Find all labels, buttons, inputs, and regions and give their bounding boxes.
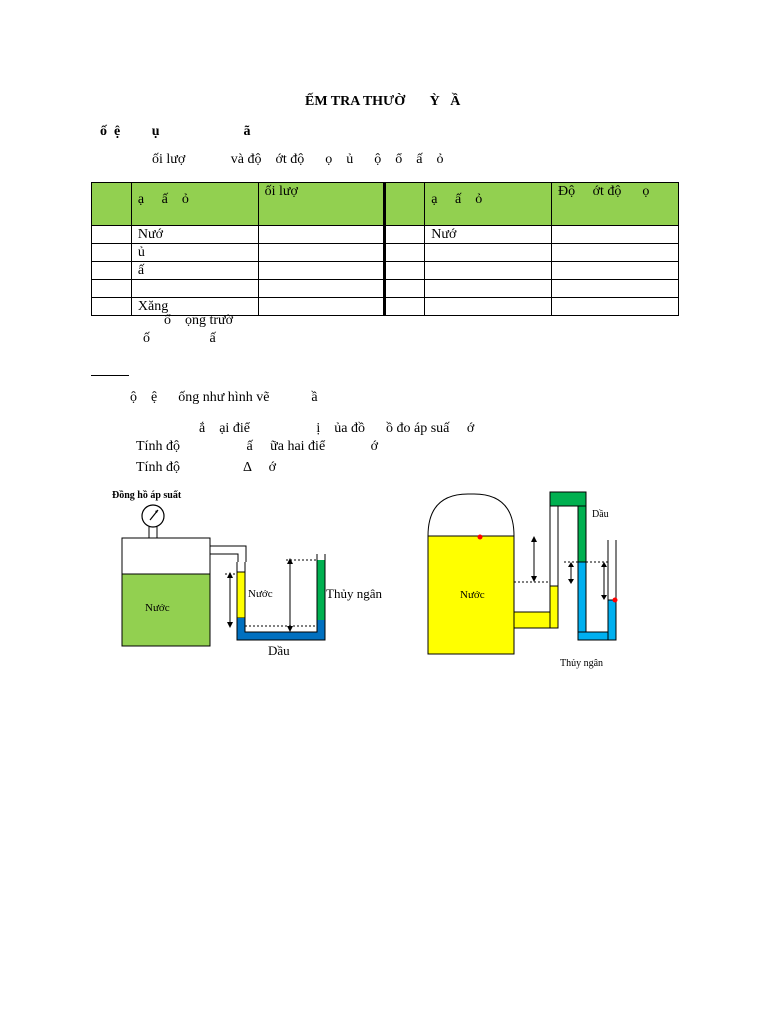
section1-heading: ố ệ ụ ã xyxy=(100,124,251,139)
table-cell xyxy=(91,261,132,280)
table-cell xyxy=(384,243,426,262)
mercury-label: Thủy ngân xyxy=(326,586,382,601)
mercury-level-marker xyxy=(612,597,618,603)
mercury-label: Thủy ngân xyxy=(560,658,603,669)
reference-point-marker xyxy=(477,534,483,540)
table-cell xyxy=(91,297,132,316)
table-cell xyxy=(551,261,679,280)
table-cell xyxy=(551,243,679,262)
table-cell xyxy=(257,297,387,316)
water-label: Nước xyxy=(248,588,273,600)
table-cell xyxy=(424,297,553,316)
table-cell xyxy=(257,261,387,280)
table-cell: ấ xyxy=(130,261,259,280)
table-row: Xăng xyxy=(91,297,679,316)
table-cell: Nướ xyxy=(130,225,259,244)
oil-label: Dầu xyxy=(268,643,290,658)
table-row xyxy=(91,279,679,298)
inverted-u-oil xyxy=(549,491,587,507)
table-header-cell xyxy=(384,182,426,226)
table-cell xyxy=(551,297,679,316)
table-cell: Nướ xyxy=(424,225,553,244)
section2-heading: ộ ệ ống như hình vẽ ầ xyxy=(130,390,318,405)
tank-water xyxy=(427,535,515,655)
u-tube-mercury xyxy=(577,561,587,641)
tank-water-label: Nước xyxy=(145,602,170,614)
figure-1-manometer: Đồng hồ áp suất Nước Nước Thủy ngân Dầu xyxy=(112,490,382,658)
table-row: Nướ Nướ xyxy=(91,225,679,244)
table-header-cell: ạ ấ ỏ xyxy=(130,182,259,226)
note-line-1: ổ ọng trườ xyxy=(164,313,234,328)
oil-label: Dầu xyxy=(592,509,609,520)
pressure-gauge-icon xyxy=(141,504,165,538)
table-cell: ủ xyxy=(130,243,259,262)
table-cell xyxy=(384,225,426,244)
table-cell xyxy=(384,279,426,298)
section1-instruction: ối lượ và độ ớt độ ọ ủ ộ ổ ấ ỏ xyxy=(152,152,444,167)
table-row: ấ xyxy=(91,261,679,280)
question-line-1: ắ ại điể ị ủa đồ ồ đo áp suấ ớ xyxy=(199,421,475,436)
table-cell xyxy=(551,225,679,244)
table-cell xyxy=(424,243,553,262)
table-cell xyxy=(257,243,387,262)
u-tube-mercury-column xyxy=(317,560,325,620)
section-divider xyxy=(91,375,129,376)
u-tube-water-column xyxy=(236,571,246,619)
table-cell xyxy=(384,261,426,280)
tank-dome xyxy=(427,493,515,537)
table-cell xyxy=(257,279,387,298)
table-header-row: ạ ấ ỏ ối lượ ạ ấ ỏ Độ ớt độ ọ xyxy=(91,182,679,226)
table-cell xyxy=(91,279,132,298)
note-line-2: ố ấ xyxy=(143,331,216,346)
tank-water xyxy=(121,573,211,647)
tank-water-label: Nước xyxy=(460,589,485,601)
table-cell xyxy=(384,297,426,316)
table-header-cell xyxy=(91,182,132,226)
properties-table: ạ ấ ỏ ối lượ ạ ấ ỏ Độ ớt độ ọ Nướ Nướ ủ xyxy=(91,182,679,316)
table-cell xyxy=(91,225,132,244)
table-header-cell: ạ ấ ỏ xyxy=(424,182,553,226)
question-line-3: Tính độ Δ ớ xyxy=(136,460,277,475)
table-cell xyxy=(424,279,553,298)
table-cell xyxy=(551,279,679,298)
page-title: ẾM TRA THƯỜ Ỳ Ầ xyxy=(305,94,461,109)
table-cell xyxy=(424,261,553,280)
table-cell xyxy=(130,279,259,298)
table-header-cell: ối lượ xyxy=(257,182,387,226)
question-line-2: Tính độ ấ ữa hai điể ớ xyxy=(136,439,379,454)
figure-2-manometer: Nước Dầu Thủy ngân xyxy=(427,491,618,669)
table-row: ủ xyxy=(91,243,679,262)
gauge-label: Đồng hồ áp suất xyxy=(112,490,182,501)
table-cell xyxy=(257,225,387,244)
table-header-cell: Độ ớt độ ọ xyxy=(551,182,679,226)
table-cell xyxy=(91,243,132,262)
table-cell: Xăng xyxy=(130,297,259,316)
